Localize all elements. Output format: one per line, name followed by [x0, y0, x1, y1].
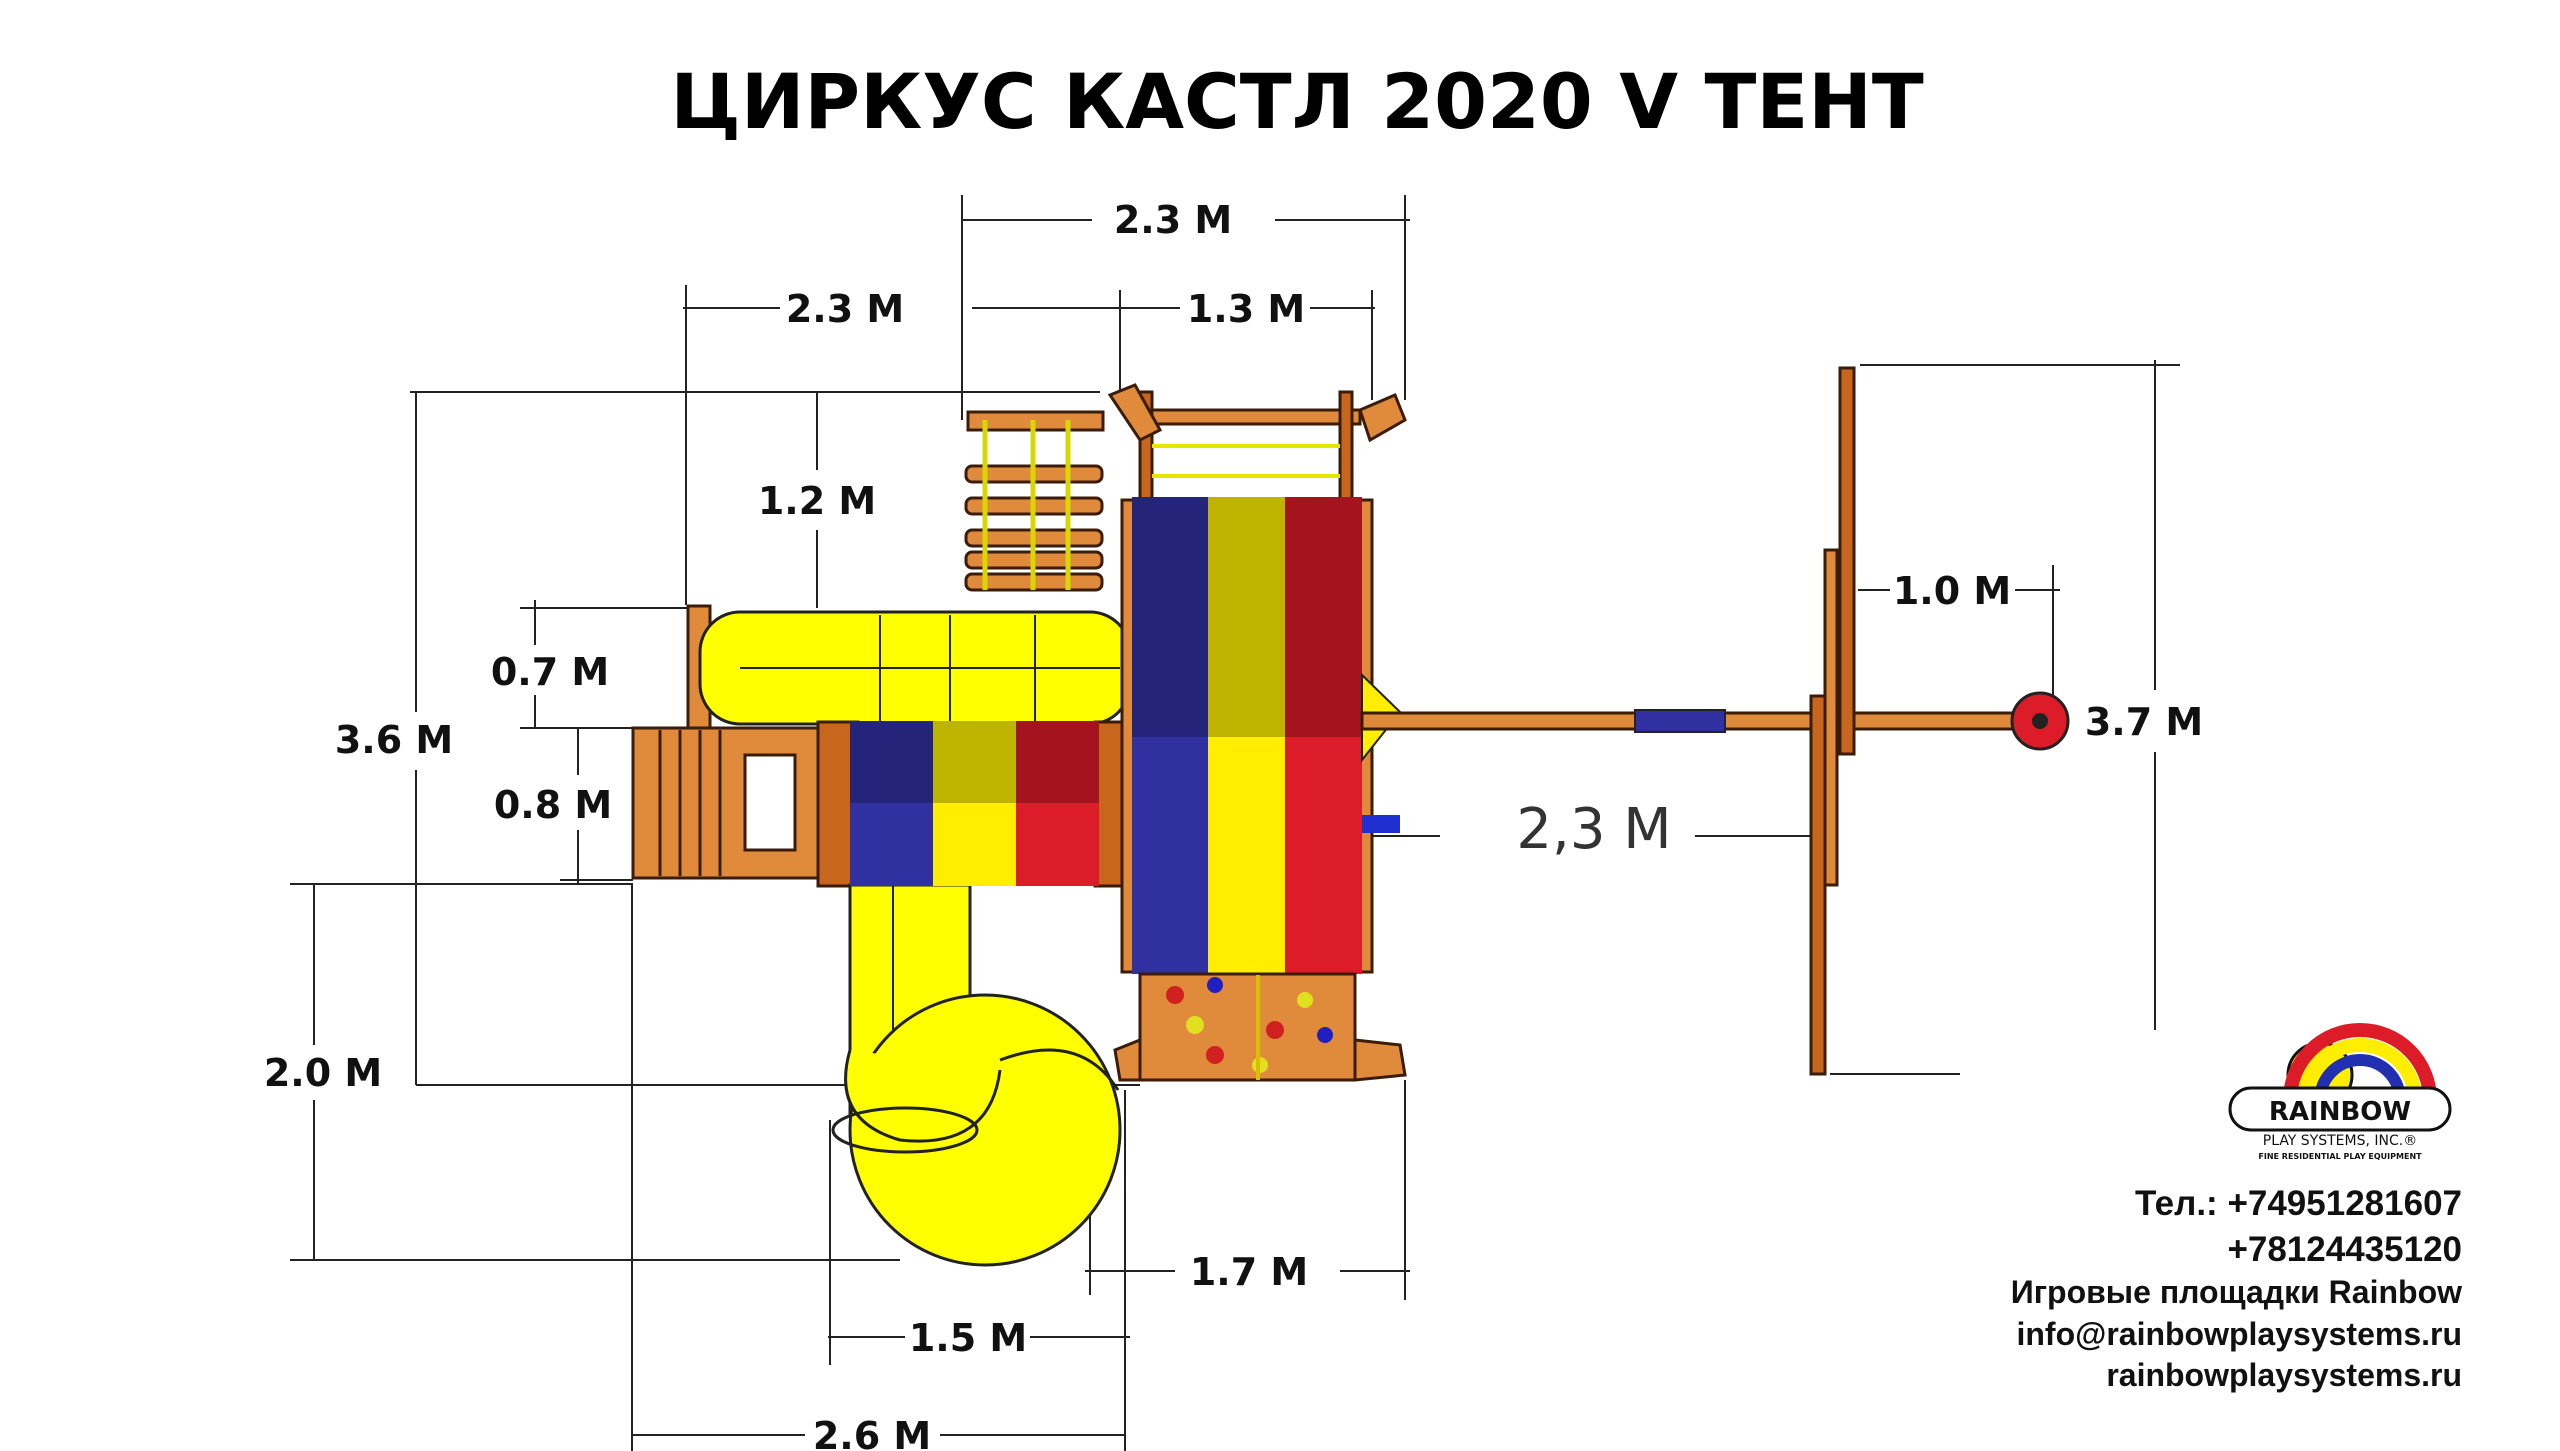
tube-slide [686, 604, 1132, 730]
dim-top-total: 2.3 M [1114, 198, 1232, 242]
dim-swing-beam-height: 3.7 M [2085, 700, 2203, 744]
dim-slide-extension: 2.0 M [264, 1051, 382, 1095]
rope-ladder [964, 410, 1105, 592]
dim-tube-slide: 0.7 M [491, 650, 609, 694]
dim-top-left: 2.3 M [786, 287, 904, 331]
dim-top-right: 1.3 M [1187, 287, 1305, 331]
dim-swing-beam-length: 2,3 M [1516, 797, 1671, 862]
logo-tagline: FINE RESIDENTIAL PLAY EQUIPMENT [2258, 1152, 2422, 1161]
logo-sub: PLAY SYSTEMS, INC.® [2263, 1133, 2417, 1149]
dimension-labels: 2.3 M 2.3 M 1.3 M 1.2 M 0.7 M 3.6 M 0.8 … [264, 198, 2203, 1451]
swing-beam [1360, 366, 2070, 1076]
tower-tent-canopy [1120, 497, 1402, 974]
contact-phone-2: +78124435120 [2227, 1230, 2462, 1269]
dim-wall: 0.8 M [494, 783, 612, 827]
dim-overall-depth: 3.6 M [335, 718, 453, 762]
spiral-slide [831, 883, 1122, 1267]
contact-phone-1: Тел.: +74951281607 [2135, 1184, 2462, 1223]
dimension-lines [290, 195, 2180, 1451]
climbing-wall [1113, 972, 1407, 1082]
top-rail [1107, 383, 1407, 502]
dim-rope-ladder: 1.2 M [758, 479, 876, 523]
logo-brand: RAINBOW [2269, 1097, 2411, 1127]
small-tent-canopy [850, 721, 1099, 886]
dim-bottom-total: 2.6 M [813, 1414, 931, 1451]
entry-ladder [631, 720, 1132, 888]
contact-email[interactable]: info@rainbowplaysystems.ru [2016, 1316, 2462, 1352]
contact-company: Игровые площадки Rainbow [2010, 1274, 2462, 1310]
dim-right-bottom: 1.7 M [1190, 1250, 1308, 1294]
dim-spiral-slide: 1.5 M [909, 1316, 1027, 1360]
page-title: ЦИРКУС КАСТЛ 2020 V ТЕНТ [670, 57, 1924, 146]
dim-swing-spacing: 1.0 M [1893, 569, 2011, 613]
rainbow-logo: RAINBOW PLAY SYSTEMS, INC.® FINE RESIDEN… [2228, 1023, 2452, 1161]
contact-website[interactable]: rainbowplaysystems.ru [2106, 1357, 2462, 1393]
